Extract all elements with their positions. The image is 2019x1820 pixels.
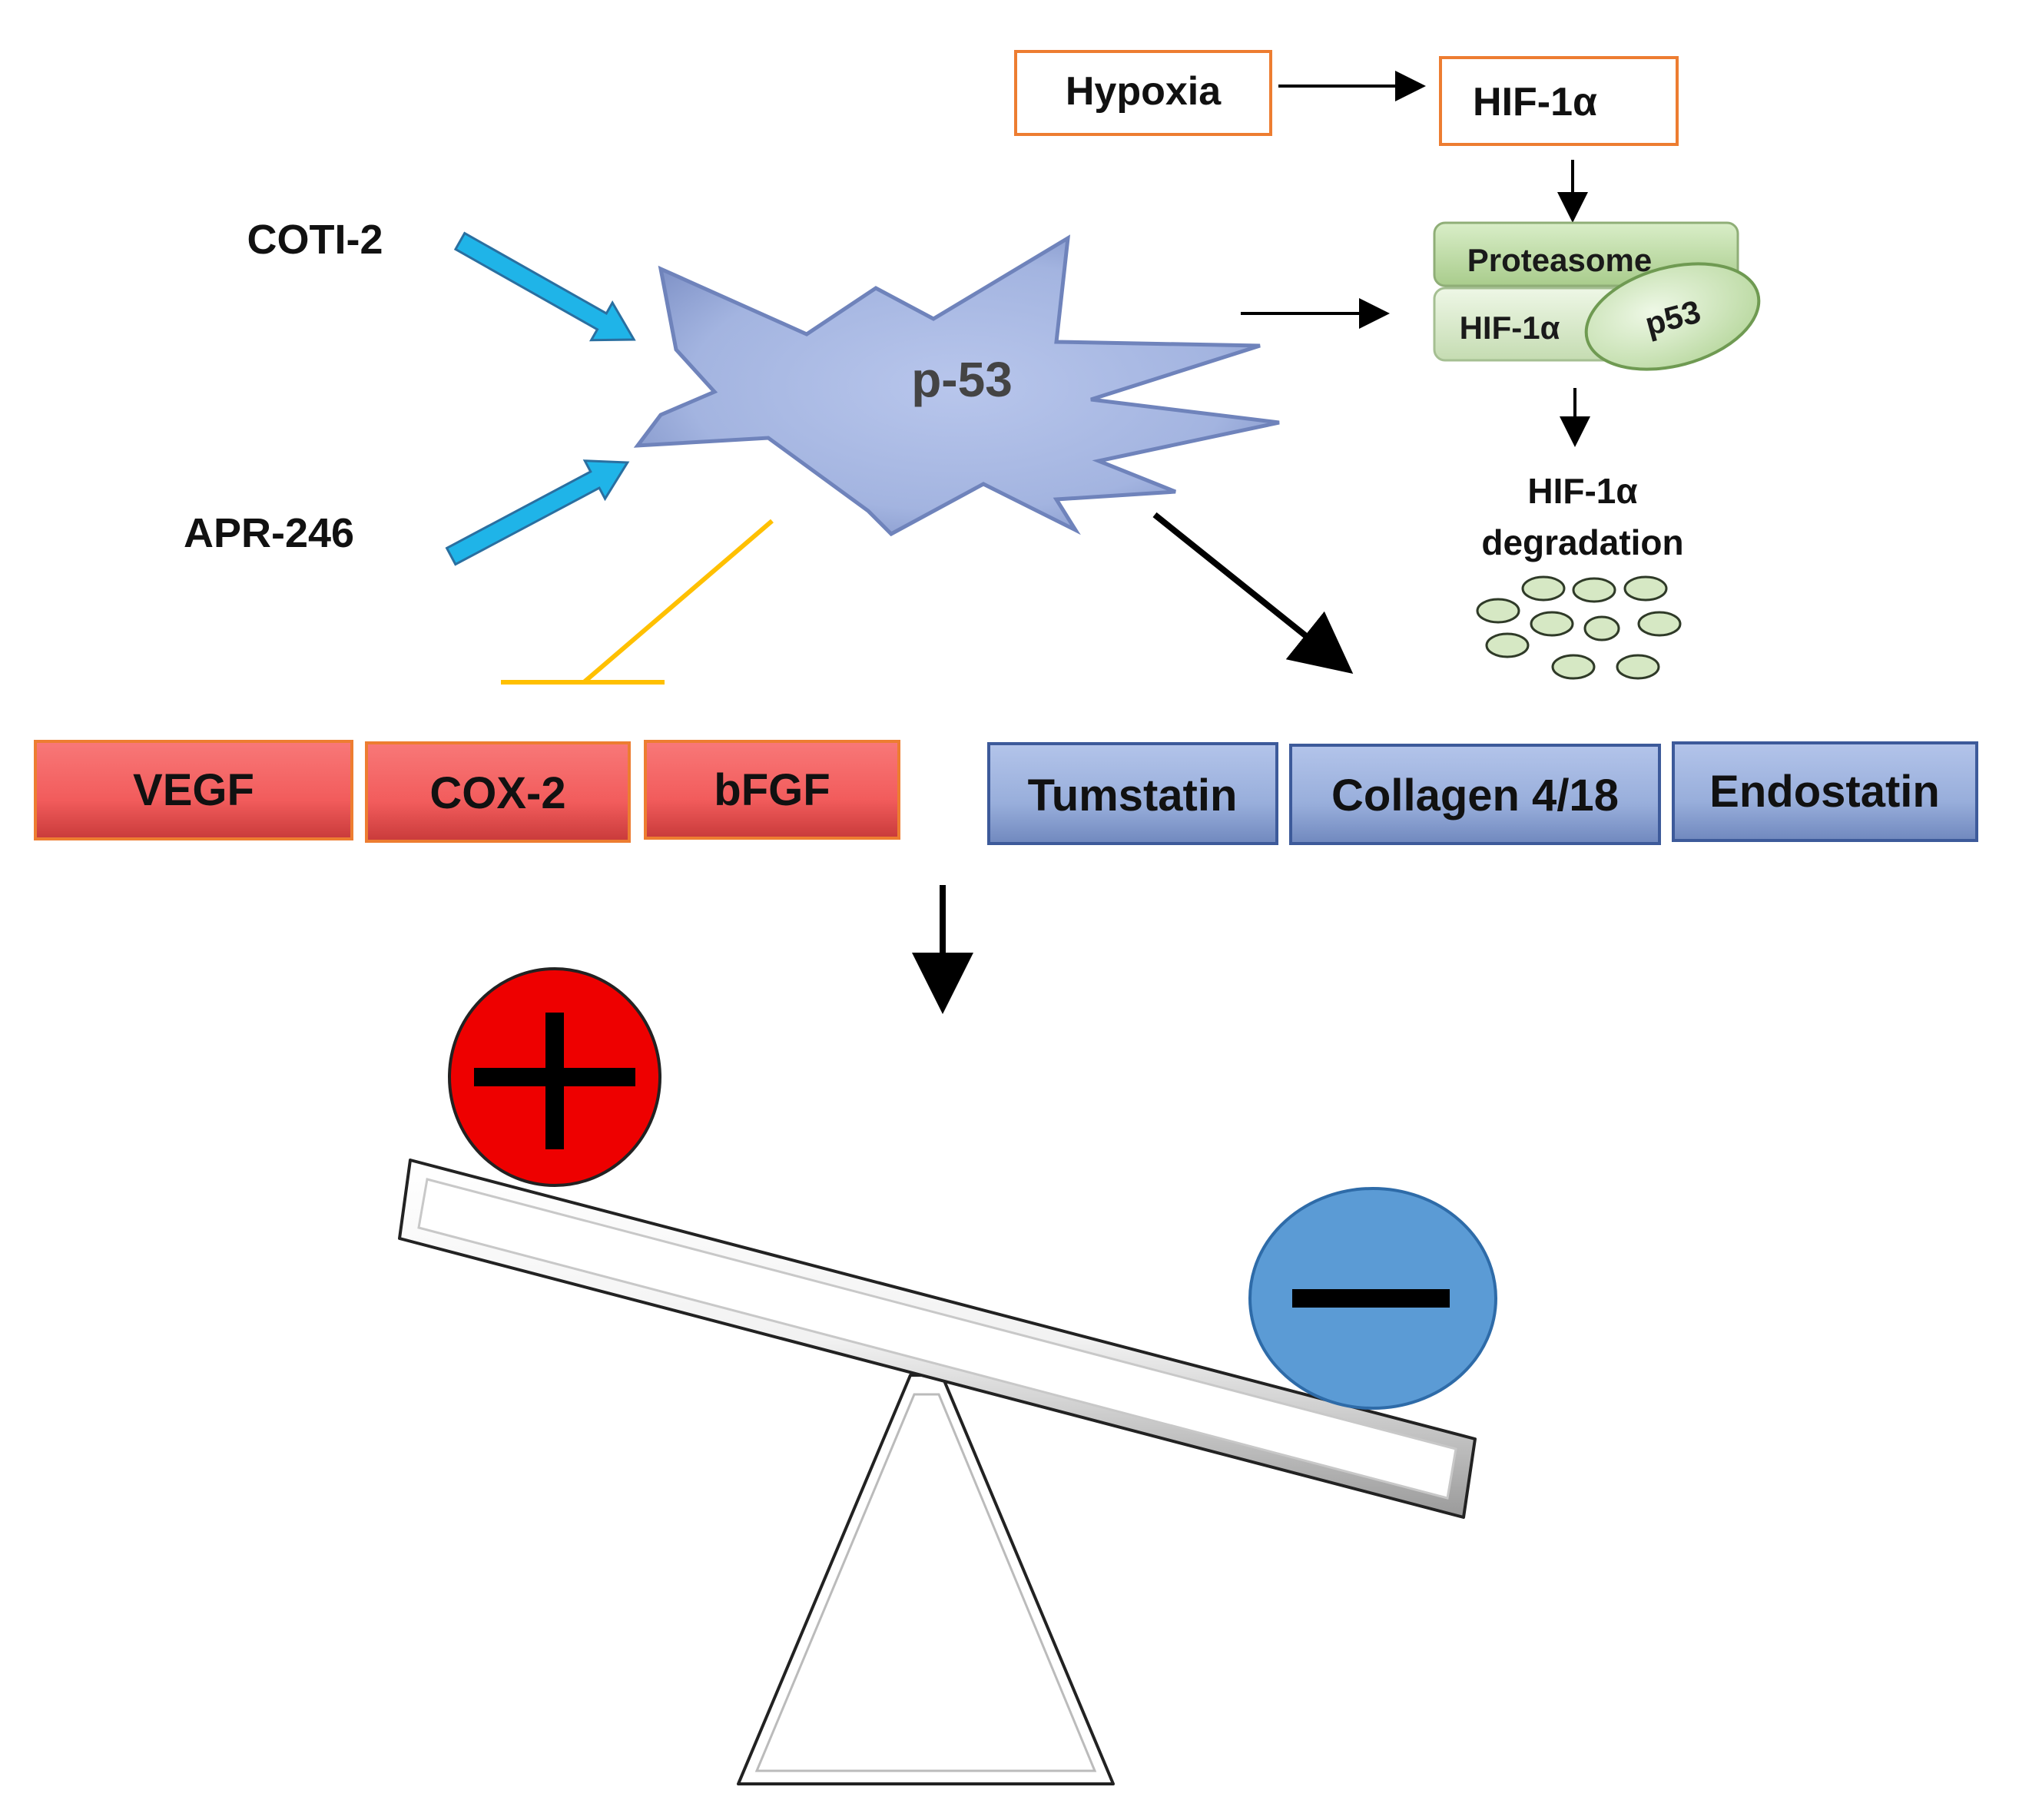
hypoxia-box [1014,50,1272,136]
p53-star-shape [633,234,1280,537]
apr246-arrow [445,459,630,566]
cox2-label: COX-2 [429,768,565,818]
vegf-box [34,740,353,840]
complex-hif-label: HIF-1α [1460,310,1560,346]
coti2-label: COTI-2 [247,217,383,263]
minus-bar [1292,1289,1450,1308]
anti-angiogenic-group: Tumstatin Collagen 4/18 Endostatin [987,741,1978,845]
degradation-label-line2: degradation [1481,522,1683,562]
fragment [1551,654,1596,680]
inhibition-line [582,519,774,685]
pro-angiogenic-group: VEGF COX-2 bFGF [34,740,900,843]
collagen-label: Collagen 4/18 [1331,771,1619,820]
fragment [1616,654,1660,680]
bfgf-label: bFGF [714,765,830,815]
hif-box [1439,56,1679,146]
fragment [1572,577,1616,603]
p53-label: p-53 [911,352,1013,407]
hypoxia-label: Hypoxia [1066,69,1222,114]
degradation-fragments [1476,575,1682,680]
degradation-label-line1: HIF-1α [1527,471,1637,511]
fragment [1623,575,1668,602]
vegf-label: VEGF [133,765,254,815]
p53-to-antiangiogenic-arrow [1152,512,1354,675]
proteasome-label: Proteasome [1467,242,1652,278]
collagen-box [1289,744,1661,845]
cox2-box [365,741,631,843]
plus-sign [448,967,661,1187]
bfgf-box [644,740,900,840]
plus-vertical-bar [545,1013,564,1149]
p53-oval [1584,262,1761,371]
fragment [1530,611,1574,637]
coti2-arrow [453,231,636,342]
endostatin-label: Endostatin [1709,767,1940,817]
balance-fulcrum-inner [754,1393,1097,1772]
balance-scale [398,1159,1477,1785]
fragment [1521,575,1566,602]
tumstatin-box [987,742,1278,845]
hif-label: HIF-1α [1473,80,1597,124]
fragment [1476,598,1520,624]
fragment [1583,615,1620,641]
fragment [1485,632,1530,658]
tumstatin-label: Tumstatin [1028,771,1238,820]
endostatin-box [1672,741,1978,842]
fragment [1637,611,1682,637]
apr246-label: APR-246 [184,510,354,556]
minus-sign [1248,1187,1497,1410]
balance-beam-highlight [417,1178,1457,1500]
